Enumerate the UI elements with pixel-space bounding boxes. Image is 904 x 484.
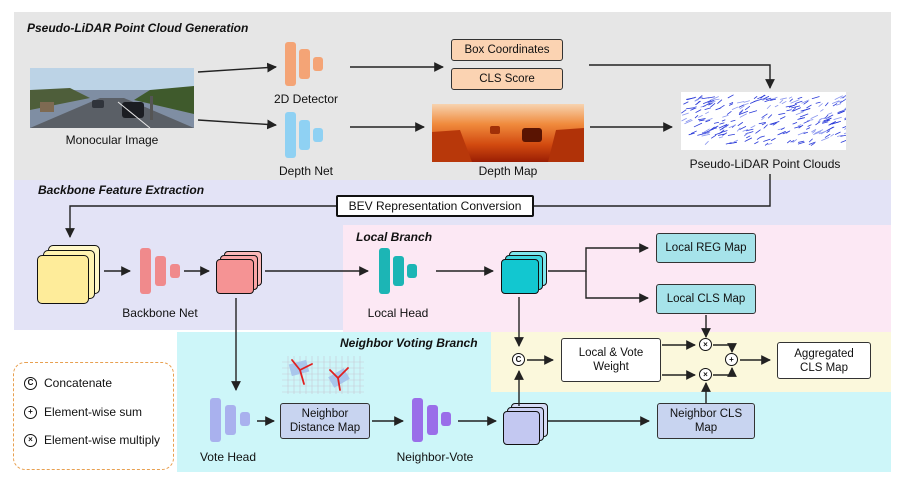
legend-multiply-icon: × [24,433,37,447]
concat-operator-icon: C [512,353,525,366]
detector-bar-2 [299,49,310,79]
aggregated-line-2: CLS Map [800,361,848,374]
depth-map [432,104,584,162]
section-title-backbone: Backbone Feature Extraction [38,183,205,197]
neighbor-vote-bar-3 [441,412,451,426]
local-vote-weight: Local & Vote Weight [561,338,661,382]
neighbor-distance-line-1: Neighbor [301,408,349,420]
neighbor-vote-bar-1 [412,398,423,442]
legend-concatenate-icon: C [24,376,37,390]
neighbor-distance-line-2: Distance Map [289,422,361,434]
label-point-clouds: Pseudo-LiDAR Point Clouds [689,157,841,171]
section-title-neighbor-branch: Neighbor Voting Branch [340,336,478,350]
label-backbone-net: Backbone Net [122,306,198,320]
section-title-pseudo-lidar: Pseudo-LiDAR Point Cloud Generation [27,21,249,35]
backbone-feature-stack-front [216,259,254,294]
legend-row-multiply: × Element-wise multiply [24,433,160,447]
local-head-bar-3 [407,264,417,278]
bev-representation-conversion: BEV Representation Conversion [336,195,534,217]
weight-line-1: Local & Vote [578,347,644,359]
box-coordinates: Box Coordinates [451,39,563,61]
backbone-bar-1 [140,248,151,294]
section-title-local-branch: Local Branch [356,230,433,244]
label-vote-head: Vote Head [199,450,257,464]
multiply-operator-top-icon: × [699,338,712,351]
bev-feature-stack-front [37,255,89,304]
vote-head-bar-2 [225,405,236,435]
legend-sum-label: Element-wise sum [44,405,143,419]
label-monocular-image: Monocular Image [65,133,159,147]
neighbor-distance-map: Neighbor Distance Map [280,403,370,439]
legend: C Concatenate + Element-wise sum × Eleme… [13,362,174,470]
label-depth-net: Depth Net [278,164,334,178]
monocular-image [30,68,194,128]
weight-line-2: Weight [593,361,629,373]
neighbor-cls-line-1: Neighbor CLS [669,408,743,420]
cls-score: CLS Score [451,68,563,90]
backbone-bar-2 [155,256,166,286]
multiply-operator-bottom-icon: × [699,368,712,381]
depth-net-bar-1 [285,112,296,158]
local-head-bar-1 [379,248,390,294]
region-local-branch [343,225,891,332]
sum-operator-icon: + [725,353,738,366]
legend-concatenate-label: Concatenate [44,376,113,390]
aggregated-cls-map: Aggregated CLS Map [777,342,871,379]
detector-bar-3 [313,57,323,71]
legend-sum-icon: + [24,405,37,419]
label-depth-map: Depth Map [478,164,538,178]
neighbor-cls-line-2: Map [694,422,718,434]
neighbor-cls-map: Neighbor CLS Map [657,403,755,439]
local-cls-map: Local CLS Map [656,284,756,314]
detector-bar-1 [285,42,296,86]
depth-net-bar-2 [299,120,310,150]
legend-row-concatenate: C Concatenate [24,376,112,390]
legend-row-sum: + Element-wise sum [24,405,142,419]
aggregated-line-1: Aggregated [794,347,854,360]
local-head-bar-2 [393,256,404,286]
label-neighbor-vote: Neighbor-Vote [396,450,474,464]
label-local-head: Local Head [367,306,429,320]
neighbor-distance-illustration [282,356,364,394]
local-feature-stack-front [501,259,539,294]
legend-multiply-label: Element-wise multiply [44,433,161,447]
backbone-bar-3 [170,264,180,278]
pseudo-lidar-point-cloud [681,92,846,150]
vote-head-bar-1 [210,398,221,442]
vote-head-bar-3 [240,412,250,426]
depth-net-bar-3 [313,128,323,142]
neighbor-feature-stack-front [503,411,540,445]
neighbor-vote-bar-2 [427,405,438,435]
label-2d-detector: 2D Detector [273,92,339,106]
local-reg-map: Local REG Map [656,233,756,263]
